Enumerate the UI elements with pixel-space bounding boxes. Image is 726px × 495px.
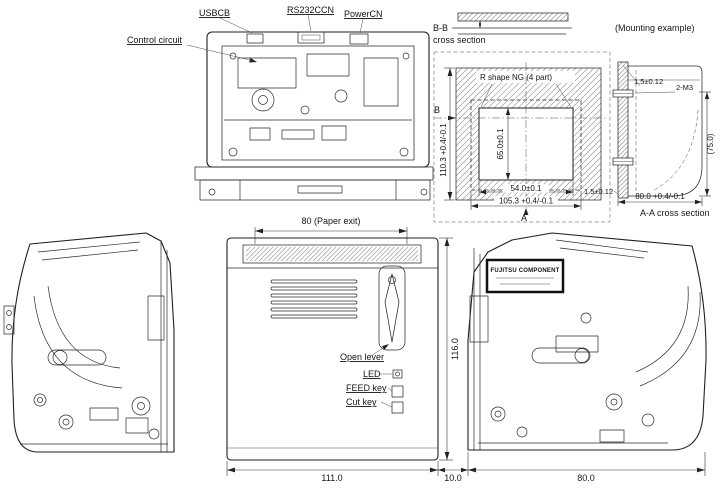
mounting-dimensions: 110.3 +0.4/-0.1 65.0±0.1 54.0±0.1 105.3 …: [439, 67, 582, 210]
plate-hatch: [617, 61, 629, 199]
usb-connector: [246, 33, 264, 44]
dim-plate-thickness-bottom: 1.5±0.12: [584, 187, 613, 196]
bottom-dimensions: 111.0 10.0 80.0: [226, 452, 706, 483]
paper-exit-serration: [245, 246, 419, 262]
aa-cross-section-view: 1.5±0.12 2-M3 1.5±0.12 80.0 +0.4/-0.1 (7…: [584, 61, 715, 218]
left-side-silhouette: [11, 232, 175, 453]
rear-view-body: [226, 237, 439, 461]
top-view: USBCB RS232CCN PowerCN Control circuit: [127, 5, 434, 201]
control-circuit-label: Control circuit: [127, 35, 183, 45]
dim-width-80: 80.0: [577, 473, 595, 483]
fujitsu-sticker: FUJITSU COMPONENT: [485, 258, 565, 294]
paper-exit-dimension: 80 (Paper exit): [254, 216, 408, 244]
dim-plate-thickness-top: 1.5±0.12: [634, 77, 663, 86]
screw-spec: 2-M3: [676, 83, 693, 92]
feed-key: [391, 385, 404, 398]
paper-exit-slot: [242, 244, 422, 264]
usbcb-label: USBCB: [199, 8, 230, 18]
dim-panel-height: 110.3 +0.4/-0.1: [439, 123, 448, 177]
aa-section-label: A-A cross section: [640, 208, 710, 218]
rear-view: Open lever LED FEED key Cut key 80 (Pape…: [226, 216, 460, 461]
dim-height-116: 116.0: [450, 338, 460, 360]
bb-section-label: B-B: [433, 23, 448, 33]
right-side-details: [469, 239, 701, 450]
feed-key-label: FEED key: [346, 383, 387, 393]
fujitsu-sticker-text: FUJITSU COMPONENT: [490, 268, 559, 274]
dim-cutout-width: 54.0±0.1: [510, 184, 542, 193]
cut-key-label: Cut key: [346, 397, 377, 407]
mounting-boundary-box: [433, 51, 611, 223]
section-marker-b: B: [434, 105, 440, 115]
r-shape-note: R shape NG (4 part): [480, 73, 552, 82]
right-side-view: FUJITSU COMPONENT: [467, 232, 707, 451]
height-dimension: 116.0: [439, 237, 460, 461]
rs232-connector: [297, 31, 325, 44]
cut-key: [391, 401, 404, 414]
open-lever: [384, 273, 400, 343]
dim-overall-width: 105.3 +0.4/-0.1: [499, 197, 554, 206]
dim-height-ref: (75.0): [706, 133, 715, 154]
top-view-labels: USBCB RS232CCN PowerCN Control circuit: [127, 5, 383, 63]
led-indicator: [392, 369, 403, 379]
open-lever-label: Open lever: [340, 352, 384, 362]
rear-view-labels: Open lever LED FEED key Cut key: [340, 344, 393, 408]
dim-depth: 80.0 +0.4/-0.1: [635, 192, 685, 201]
rs232-label: RS232CCN: [287, 5, 334, 15]
mounting-example-title: (Mounting example): [615, 23, 695, 33]
printer-side-profile: [628, 65, 703, 197]
dim-width-111: 111.0: [321, 473, 342, 483]
open-lever-slot: [378, 265, 406, 351]
right-side-silhouette: [467, 232, 707, 451]
power-connector: [349, 33, 369, 45]
dim-gap-10: 10.0: [444, 473, 462, 483]
section-marker-a: A: [521, 213, 527, 223]
top-view-connectors: [246, 31, 369, 45]
bb-cross-section-view: B-B cross section: [433, 12, 572, 45]
left-side-details: [3, 241, 168, 452]
dim-paper-exit: 80 (Paper exit): [301, 216, 360, 226]
mounting-plate: [617, 61, 629, 199]
fujitsu-sticker-frame: [485, 258, 565, 294]
bb-hatch: [457, 12, 569, 22]
mounting-example: (Mounting example) B-B cross section R s…: [433, 12, 715, 223]
left-side-view: [3, 232, 175, 453]
control-board: [221, 45, 415, 161]
bb-section-label-2: cross section: [433, 35, 486, 45]
powercn-label: PowerCN: [344, 9, 383, 19]
top-view-components: [208, 52, 428, 200]
dim-cutout-height: 65.0±0.1: [496, 128, 505, 160]
top-view-body: [206, 31, 430, 168]
vent-slots: [270, 279, 358, 319]
led-label: LED: [363, 369, 381, 379]
